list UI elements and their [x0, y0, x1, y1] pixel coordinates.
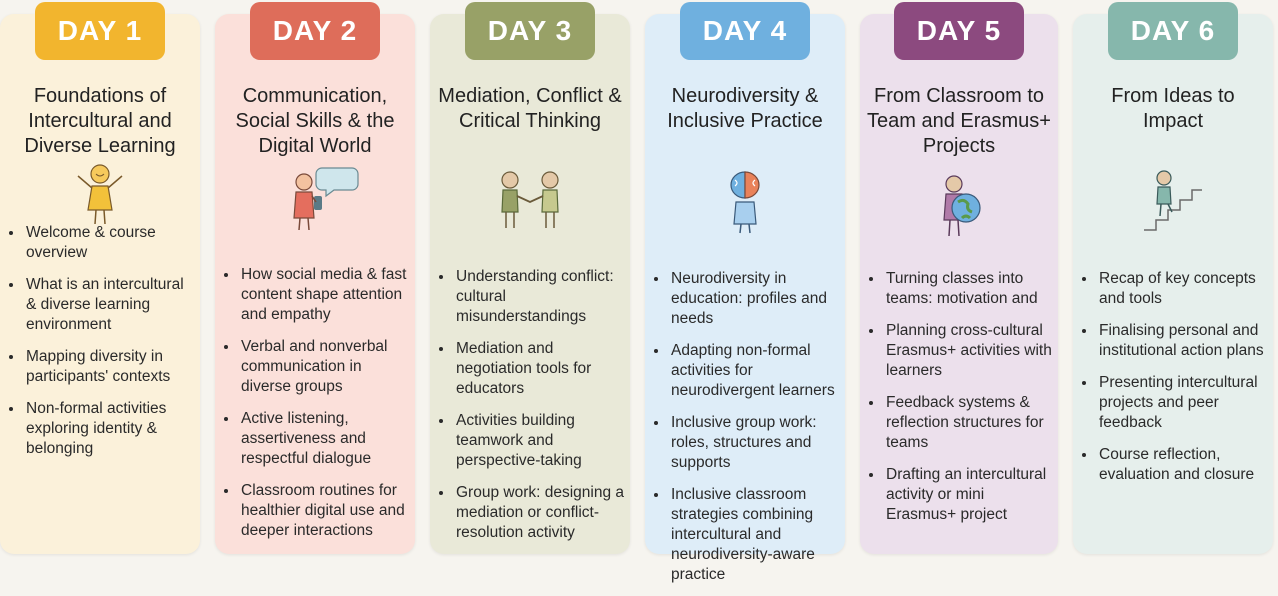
day-3-bullets: Understanding conflict: cultural misunde…	[440, 266, 624, 554]
list-item: Active listening, assertiveness and resp…	[239, 408, 409, 469]
day-6-card: DAY 6 From Ideas to Impact Recap of key …	[1073, 2, 1273, 554]
day-4-bullets: Neurodiversity in education: profiles an…	[655, 268, 839, 596]
day-4-card: DAY 4 Neurodiversity & Inclusive Practic…	[645, 2, 845, 583]
day-5-title: From Classroom to Team and Erasmus+ Proj…	[867, 85, 1051, 157]
person-globe-icon	[860, 174, 1058, 238]
list-item: Planning cross-cultural Erasmus+ activit…	[884, 320, 1052, 381]
list-item: Adapting non-formal activities for neuro…	[669, 340, 839, 401]
list-item: Activities building teamwork and perspec…	[454, 410, 624, 471]
day-2-card: DAY 2 Communication, Social Skills & the…	[215, 2, 415, 554]
handshake-icon	[430, 170, 630, 234]
person-climbing-stairs-icon	[1073, 168, 1273, 232]
day-1-badge: DAY 1	[35, 2, 165, 60]
day-1-card: DAY 1 Foundations of Intercultural and D…	[0, 2, 200, 554]
list-item: Understanding conflict: cultural misunde…	[454, 266, 624, 327]
day-5-badge: DAY 5	[894, 2, 1024, 60]
day-3-card: DAY 3 Mediation, Conflict & Critical Thi…	[430, 2, 630, 554]
list-item: Feedback systems & reflection structures…	[884, 392, 1052, 453]
day-2-badge: DAY 2	[250, 2, 380, 60]
list-item: Group work: designing a mediation or con…	[454, 482, 624, 543]
list-item: Drafting an intercultural activity or mi…	[884, 464, 1052, 525]
day-6-badge: DAY 6	[1108, 2, 1238, 60]
colorful-brain-person-icon	[645, 168, 845, 234]
day-1-bullets: Welcome & course overview What is an int…	[10, 222, 194, 470]
day-6-title: From Ideas to Impact	[1111, 85, 1235, 132]
list-item: Welcome & course overview	[24, 222, 194, 263]
list-item: Non-formal activities exploring identity…	[24, 398, 194, 459]
day-3-badge: DAY 3	[465, 2, 595, 60]
list-item: Inclusive classroom strategies combining…	[669, 484, 839, 585]
day-4-title: Neurodiversity & Inclusive Practice	[667, 85, 823, 132]
list-item: Inclusive group work: roles, structures …	[669, 412, 839, 473]
person-waving-icon	[0, 162, 200, 226]
day-6-bullets: Recap of key concepts and tools Finalisi…	[1083, 268, 1267, 496]
list-item: Course reflection, evaluation and closur…	[1097, 444, 1267, 485]
list-item: Classroom routines for healthier digital…	[239, 480, 409, 541]
day-5-bullets: Turning classes into teams: motivation a…	[870, 268, 1052, 536]
day-4-badge: DAY 4	[680, 2, 810, 60]
person-phone-speech-icon	[215, 162, 415, 231]
day-2-bullets: How social media & fast content shape at…	[225, 264, 409, 552]
list-item: Mediation and negotiation tools for educ…	[454, 338, 624, 399]
list-item: Verbal and nonverbal communication in di…	[239, 336, 409, 397]
list-item: Mapping diversity in participants' conte…	[24, 346, 194, 387]
list-item: How social media & fast content shape at…	[239, 264, 409, 325]
list-item: Turning classes into teams: motivation a…	[884, 268, 1052, 309]
day-1-title: Foundations of Intercultural and Diverse…	[24, 85, 176, 157]
list-item: Recap of key concepts and tools	[1097, 268, 1267, 309]
day-5-card: DAY 5 From Classroom to Team and Erasmus…	[860, 2, 1058, 554]
day-2-title: Communication, Social Skills & the Digit…	[235, 85, 395, 157]
day-3-title: Mediation, Conflict & Critical Thinking	[438, 85, 622, 132]
list-item: Neurodiversity in education: profiles an…	[669, 268, 839, 329]
list-item: What is an intercultural & diverse learn…	[24, 274, 194, 335]
list-item: Finalising personal and institutional ac…	[1097, 320, 1267, 361]
list-item: Presenting intercultural projects and pe…	[1097, 372, 1267, 433]
